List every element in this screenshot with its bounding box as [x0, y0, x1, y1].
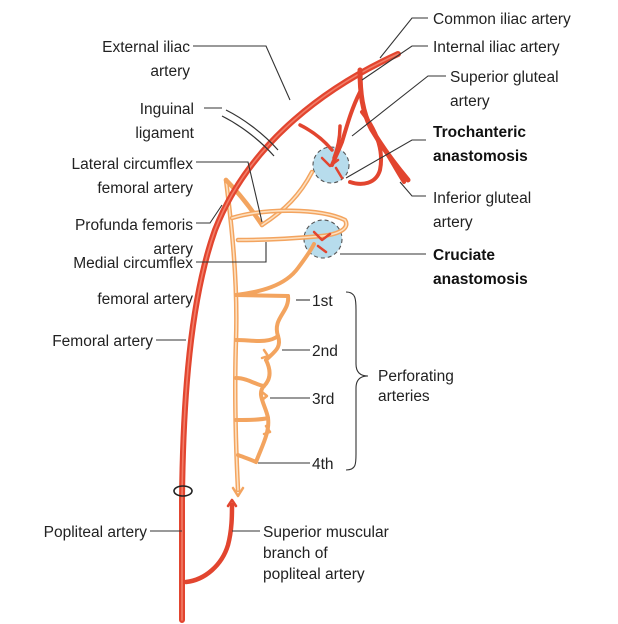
- label-trochanteric-2: anastomosis: [433, 148, 528, 165]
- label-perforating-arteries-1: Perforating: [378, 368, 454, 385]
- label-inferior-gluteal-1: Inferior gluteal: [433, 190, 531, 207]
- label-popliteal-artery: Popliteal artery: [44, 524, 148, 541]
- label-femoral-artery: Femoral artery: [52, 333, 153, 350]
- label-cruciate-1: Cruciate: [433, 247, 495, 264]
- label-common-iliac-artery: Common iliac artery: [433, 11, 571, 28]
- label-lateral-circumflex-2: femoral artery: [97, 180, 193, 197]
- label-profunda-1: Profunda femoris: [75, 217, 193, 234]
- label-superior-gluteal-1: Superior gluteal: [450, 69, 559, 86]
- inguinal-ligament-mark: [222, 110, 278, 156]
- label-superior-muscular-3: popliteal artery: [263, 566, 365, 583]
- label-inferior-gluteal-2: artery: [433, 214, 473, 231]
- label-perforating-4th: 4th: [312, 456, 334, 473]
- label-perforating-3rd: 3rd: [312, 391, 334, 408]
- label-superior-gluteal-2: artery: [450, 93, 490, 110]
- label-trochanteric-1: Trochanteric: [433, 124, 526, 141]
- label-lateral-circumflex-1: Lateral circumflex: [72, 156, 194, 173]
- label-external-iliac-1: External iliac: [102, 39, 190, 56]
- label-perforating-arteries-2: arteries: [378, 388, 430, 405]
- label-external-iliac-2: artery: [150, 63, 190, 80]
- label-medial-circumflex-2: femoral artery: [97, 291, 193, 308]
- label-inguinal-2: ligament: [135, 125, 194, 142]
- label-inguinal-1: Inguinal: [140, 101, 194, 118]
- label-superior-muscular-1: Superior muscular: [263, 524, 389, 541]
- leader-lines: [150, 18, 446, 531]
- label-cruciate-2: anastomosis: [433, 271, 528, 288]
- diagram-labels: Common iliac artery Internal iliac arter…: [44, 11, 571, 583]
- label-perforating-2nd: 2nd: [312, 343, 338, 360]
- label-superior-muscular-2: branch of: [263, 545, 328, 562]
- label-perforating-1st: 1st: [312, 293, 333, 310]
- label-internal-iliac-artery: Internal iliac artery: [433, 39, 560, 56]
- label-medial-circumflex-1: Medial circumflex: [73, 255, 193, 272]
